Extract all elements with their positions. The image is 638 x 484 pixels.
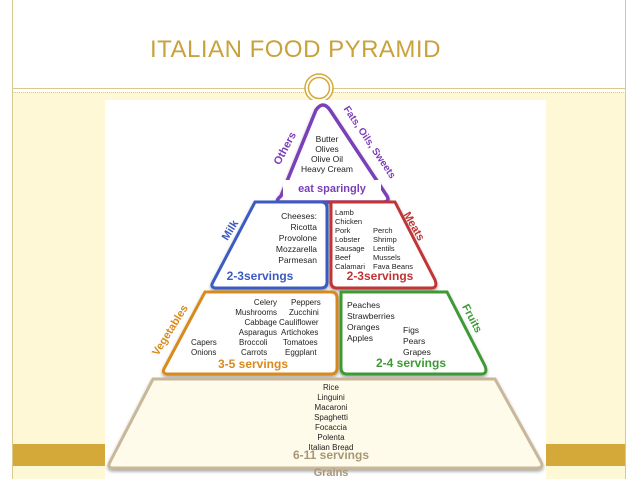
top-item: Olives xyxy=(315,144,339,154)
vegetables-item: Tomatoes xyxy=(283,338,318,347)
milk-servings: 2-3servings xyxy=(227,269,294,283)
tier-grains: Rice Linguini Macaroni Spaghetti Focacci… xyxy=(107,377,544,479)
top-footer-text: eat sparingly xyxy=(298,183,367,195)
meats-item: Sausage xyxy=(335,244,365,253)
fruits-servings: 2-4 servings xyxy=(376,356,446,370)
grains-item: Rice xyxy=(323,383,340,392)
meats-item: Beef xyxy=(335,253,351,262)
grains-servings: 6-11 servings xyxy=(293,448,369,462)
vegetables-item: Zucchini xyxy=(289,308,319,317)
meats-item: Lamb xyxy=(335,208,354,217)
milk-item: Mozzarella xyxy=(276,244,317,254)
tier-top-footer-bar xyxy=(283,180,381,196)
milk-item: Provolone xyxy=(279,233,318,243)
vegetables-item: Cabbage xyxy=(245,318,278,327)
vegetables-item: Celery xyxy=(254,298,277,307)
fruits-item: Strawberries xyxy=(347,311,395,321)
ring-ornament-icon xyxy=(304,73,334,103)
slide-frame xyxy=(12,0,626,479)
vegetables-item: Capers xyxy=(191,338,217,347)
meats-item: Mussels xyxy=(373,253,401,262)
meats-item: Pork xyxy=(335,226,351,235)
meats-item: Chicken xyxy=(335,217,362,226)
meats-item: Shrimp xyxy=(373,235,397,244)
top-item: Olive Oil xyxy=(311,154,343,164)
meats-servings: 2-3servings xyxy=(347,269,414,283)
tier-meats: 2-3servings Lamb Chicken Pork Lobster Sa… xyxy=(329,200,438,290)
fruits-item: Figs xyxy=(403,325,419,335)
vegetables-item: Asparagus xyxy=(239,328,277,337)
tier-meats-outline xyxy=(329,200,438,290)
grains-item: Italian Bread xyxy=(309,443,354,452)
grains-item: Polenta xyxy=(317,433,345,442)
vegetables-item: Carrots xyxy=(241,348,267,357)
vegetables-item: Cauliflower xyxy=(279,318,319,327)
food-pyramid-diagram: eat sparingly Butter Olives Olive Oil He… xyxy=(107,103,544,479)
fruits-item: Peaches xyxy=(347,300,380,310)
vegetables-item: Artichokes xyxy=(281,328,318,337)
fruits-item: Grapes xyxy=(403,347,431,357)
fruits-item: Pears xyxy=(403,336,425,346)
milk-item: Cheeses: xyxy=(281,211,317,221)
fruits-item: Oranges xyxy=(347,322,380,332)
tier-milk: 2-3servings Cheeses: Ricotta Provolone M… xyxy=(210,200,329,290)
food-pyramid-image: eat sparingly Butter Olives Olive Oil He… xyxy=(105,100,546,479)
tier-vegetables-outline xyxy=(161,290,339,376)
grains-item: Macaroni xyxy=(315,403,348,412)
vegetables-item: Mushrooms xyxy=(235,308,277,317)
tier-grains-outline xyxy=(107,377,544,470)
meats-item: Lobster xyxy=(335,235,361,244)
vegetables-item: Onions xyxy=(191,348,216,357)
vegetables-item: Broccoli xyxy=(239,338,268,347)
meats-item: Lentils xyxy=(373,244,395,253)
grains-item: Linguini xyxy=(317,393,345,402)
meats-item: Calamari xyxy=(335,262,365,271)
slide-title: ITALIAN FOOD PYRAMID xyxy=(150,36,441,63)
meats-item: Perch xyxy=(373,226,393,235)
fruits-item: Apples xyxy=(347,333,373,343)
meats-item: Fava Beans xyxy=(373,262,413,271)
tier-fruits: 2-4 servings Peaches Strawberries Orange… xyxy=(339,290,488,376)
tier-fruits-outline xyxy=(339,290,488,376)
grains-item: Spaghetti xyxy=(314,413,348,422)
milk-item: Parmesan xyxy=(278,255,317,265)
top-item: Heavy Cream xyxy=(301,164,353,174)
tier-vegetables: 3-5 servings Celery Mushrooms Cabbage As… xyxy=(150,290,339,376)
tier-fats-oils-sweets: eat sparingly Butter Olives Olive Oil He… xyxy=(272,103,398,204)
vegetables-item: Peppers xyxy=(291,298,321,307)
top-item: Butter xyxy=(316,134,339,144)
tier-milk-outline xyxy=(210,200,329,290)
vegetables-item: Eggplant xyxy=(285,348,317,357)
tier-top-outline xyxy=(275,103,390,204)
grains-label: Grains xyxy=(314,467,349,479)
milk-item: Ricotta xyxy=(291,222,318,232)
vegetables-servings: 3-5 servings xyxy=(218,357,288,371)
grains-item: Focaccia xyxy=(315,423,348,432)
